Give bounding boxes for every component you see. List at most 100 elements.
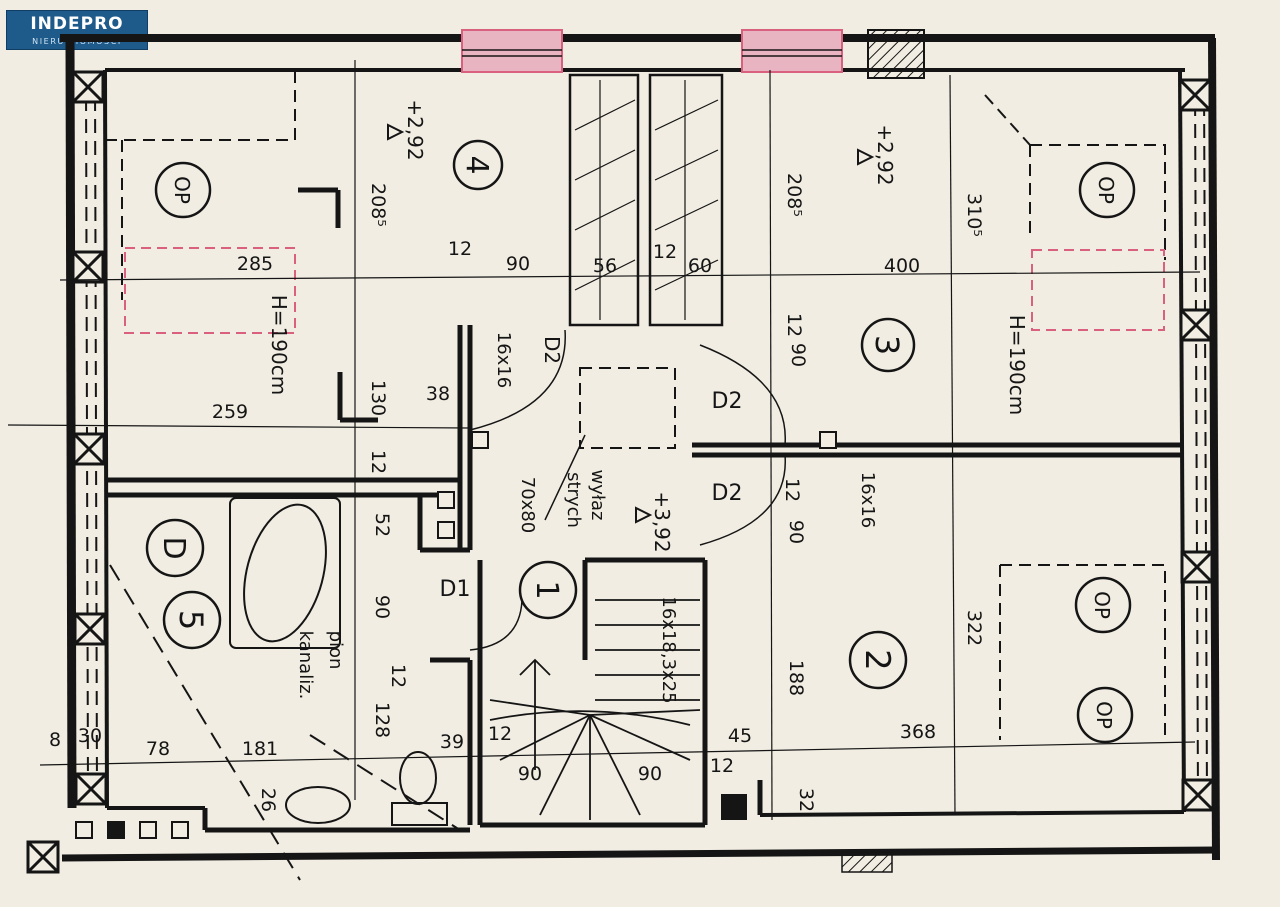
dimension-lines xyxy=(7,60,1201,821)
wardrobe-tag: OP xyxy=(1092,701,1116,729)
door-swings xyxy=(469,329,786,651)
dimension-label: 208⁵ xyxy=(783,173,805,217)
bathtub xyxy=(229,497,341,649)
drain-stack-label: kanaliz. xyxy=(295,631,316,700)
column-marker xyxy=(26,840,60,874)
insulation-lines xyxy=(85,74,1208,801)
column-marker xyxy=(1180,550,1214,584)
dimension-label: 90 xyxy=(785,520,807,544)
dimension-label: 208⁵ xyxy=(367,183,389,227)
column-marker xyxy=(1181,778,1215,812)
vent-shaft-icon xyxy=(471,431,489,449)
dimension-label: 322 xyxy=(963,610,985,646)
dimension-label: 12 xyxy=(653,241,677,263)
washbasin xyxy=(285,786,351,824)
column-marker xyxy=(72,432,106,466)
dimension-label: 78 xyxy=(146,738,170,760)
vent-shaft-icon xyxy=(139,821,157,839)
room-3-number: 3 xyxy=(868,335,906,355)
room-1-number: 1 xyxy=(529,580,564,599)
vent-hatch xyxy=(841,851,893,873)
column-marker xyxy=(1178,78,1212,112)
drain-stack-label: pion xyxy=(325,631,346,670)
attic-exit-label: strych xyxy=(563,472,584,528)
vent-shaft-icon xyxy=(437,491,455,509)
dimension-label: 12 xyxy=(387,664,409,688)
dimension-label: 60 xyxy=(688,255,712,277)
dimension-label: 188 xyxy=(785,660,807,696)
wardrobe-tag: OP xyxy=(1094,176,1118,204)
staircase xyxy=(489,599,701,820)
door-label: D2 xyxy=(712,481,743,506)
interior-walls xyxy=(107,187,1182,833)
windows xyxy=(461,29,925,873)
vent-shaft-icon xyxy=(819,431,837,449)
door-label: D1 xyxy=(440,577,471,602)
dimension-label: 45 xyxy=(728,725,752,747)
dimension-label: 181 xyxy=(242,738,278,760)
dimension-label: 30 xyxy=(78,725,102,747)
dimension-label: 400 xyxy=(884,255,920,277)
toilet-tank xyxy=(391,802,448,826)
dimension-label: 90 xyxy=(787,343,809,367)
dimension-label: 12 xyxy=(367,450,389,474)
vent-shaft-icon xyxy=(437,521,455,539)
column-marker xyxy=(71,250,105,284)
window xyxy=(741,29,843,73)
wardrobe-tag: OP xyxy=(170,176,194,204)
dimension-label: 368 xyxy=(900,721,936,743)
dimension-label: 56 xyxy=(593,255,617,277)
toilet xyxy=(399,751,437,805)
vent-shaft-icon xyxy=(171,821,189,839)
vent-shaft-icon xyxy=(721,794,747,820)
vent-size-label: 16x16 xyxy=(857,472,878,528)
dimension-label: 8 xyxy=(49,729,61,751)
dimension-label: 52 xyxy=(371,513,393,537)
dimension-label: 12 xyxy=(781,478,803,502)
dimension-label: 39 xyxy=(440,731,464,753)
room-2-number: 2 xyxy=(857,649,897,671)
bathroom-fixtures xyxy=(229,497,448,826)
vent-shafts xyxy=(75,431,837,839)
ceiling-height-label: H=190cm xyxy=(267,295,291,395)
vent-shaft-icon xyxy=(107,821,125,839)
logo-name: INDEPRO xyxy=(30,14,124,34)
stair-spec-label: 16x18,3x25 xyxy=(658,596,679,703)
dimension-label: 130 xyxy=(367,380,389,416)
room-4-number: 4 xyxy=(459,155,494,174)
room-4-level: +2,92 xyxy=(403,99,427,160)
room-5-tag: D xyxy=(156,536,191,559)
window xyxy=(461,29,563,73)
attic-area-markers xyxy=(124,247,1165,334)
column-marker xyxy=(71,70,105,104)
column-marker xyxy=(74,772,108,806)
room-3-level: +2,92 xyxy=(873,124,897,185)
dimension-label: 12 xyxy=(783,313,805,337)
ceiling-height-label: H=190cm xyxy=(1005,315,1029,415)
wardrobe-tag: OP xyxy=(1090,591,1114,619)
outer-walls xyxy=(60,34,1220,862)
dimension-label: 12 xyxy=(448,238,472,260)
dimension-label: 12 xyxy=(488,723,512,745)
dimension-label: 12 xyxy=(710,755,734,777)
room-markers xyxy=(145,139,1136,744)
door-label: D2 xyxy=(540,336,564,364)
dimension-label: 90 xyxy=(518,763,542,785)
bathtub-basin xyxy=(243,503,327,643)
dimension-label: 38 xyxy=(426,383,450,405)
vent-size-label: 16x16 xyxy=(493,332,514,388)
column-marker xyxy=(1179,308,1213,342)
dimension-label: 26 xyxy=(257,788,279,812)
attic-exit-label: 70x80 xyxy=(517,477,538,533)
dimension-label: 90 xyxy=(371,595,393,619)
dimension-label: 128 xyxy=(371,702,393,738)
columns xyxy=(26,70,1215,874)
dimension-label: 310⁵ xyxy=(963,193,985,237)
dimension-label: 90 xyxy=(638,763,662,785)
dimension-label: 32 xyxy=(795,788,817,812)
dimension-label: 90 xyxy=(506,253,530,275)
attic-exit-label: wyłaz xyxy=(587,470,608,521)
built-in-outlines xyxy=(105,72,1166,740)
room-1-level: +3,92 xyxy=(650,491,674,552)
